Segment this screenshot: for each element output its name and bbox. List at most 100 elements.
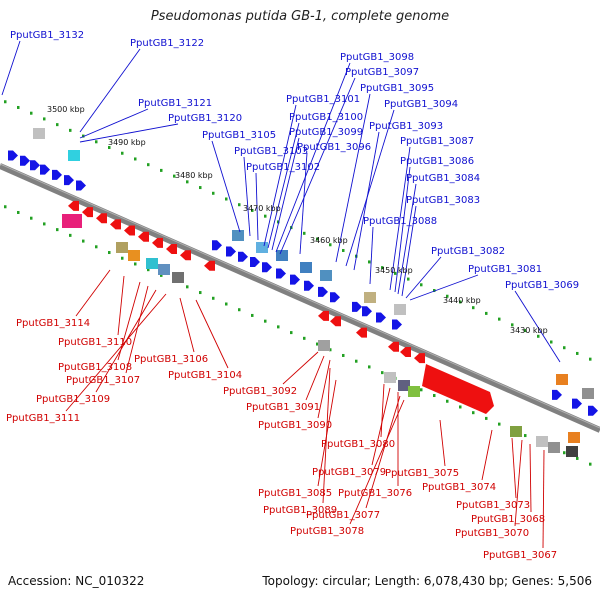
scale-dot-upper — [30, 111, 33, 115]
scale-dot-upper — [576, 351, 579, 355]
scale-dot-lower — [4, 205, 7, 209]
forward-gene-label: PputGB1_3121 — [138, 98, 212, 109]
scale-tick-label: 3480 kbp — [175, 171, 213, 180]
reverse-gene-label: PputGB1_3079 — [312, 467, 386, 478]
reverse-gene-leader — [125, 285, 149, 374]
scale-dot-upper — [199, 186, 202, 190]
annotation-block — [232, 230, 244, 241]
scale-dot-lower — [264, 319, 267, 323]
scale-dot-upper — [251, 208, 254, 212]
scale-dot-upper — [420, 283, 423, 287]
reverse-gene-arrow — [166, 244, 177, 255]
reverse-gene-label: PputGB1_3114 — [16, 318, 90, 329]
scale-dot-lower — [316, 342, 319, 346]
scale-dot-lower — [56, 228, 59, 232]
forward-gene-arrow — [362, 306, 372, 317]
forward-gene-leader — [211, 140, 241, 233]
annotation-block — [116, 242, 128, 253]
scale-dot-lower — [134, 262, 137, 266]
scale-dot-upper — [82, 134, 85, 138]
reverse-gene-leader — [439, 419, 446, 467]
forward-gene-leader — [335, 93, 371, 263]
forward-gene-arrow — [8, 150, 18, 161]
reverse-gene-leader — [511, 437, 517, 499]
reverse-gene-label: PputGB1_3080 — [321, 439, 395, 450]
scale-dot-lower — [108, 251, 111, 255]
reverse-gene-label: PputGB1_3108 — [58, 362, 132, 373]
scale-dot-upper — [563, 346, 566, 350]
scale-dot-upper — [459, 300, 462, 304]
scale-dot-lower — [342, 353, 345, 357]
annotation-block — [364, 292, 376, 303]
reverse-gene-leader — [529, 443, 532, 513]
scale-dot-upper — [485, 311, 488, 315]
scale-dot-lower — [433, 394, 436, 398]
scale-dot-upper — [95, 140, 98, 144]
scale-dot-upper — [277, 220, 280, 224]
scale-dot-lower — [459, 405, 462, 409]
reverse-gene-leader — [349, 399, 405, 525]
forward-gene-label: PputGB1_3120 — [168, 113, 242, 124]
scale-dot-lower — [355, 359, 358, 363]
forward-gene-leader — [1, 40, 21, 96]
annotation-block — [536, 436, 548, 447]
reverse-gene-label: PputGB1_3070 — [455, 528, 529, 539]
forward-gene-arrow — [330, 292, 340, 303]
forward-gene-leader — [255, 172, 259, 241]
forward-gene-leader — [514, 290, 561, 363]
annotation-block — [384, 372, 396, 383]
scale-dot-upper — [108, 146, 111, 150]
scale-dot-upper — [498, 317, 501, 321]
reverse-gene-arrow — [82, 207, 93, 218]
annotation-block — [548, 442, 560, 453]
scale-dot-upper — [589, 357, 592, 361]
forward-gene-leader — [243, 156, 251, 237]
scale-tick-label: 3450 kbp — [375, 266, 413, 275]
forward-gene-label: PputGB1_3105 — [202, 130, 276, 141]
scale-dot-lower — [563, 451, 566, 455]
forward-gene-leader — [275, 62, 351, 253]
scale-dot-lower — [69, 233, 72, 237]
forward-gene-label: PputGB1_3096 — [297, 142, 371, 153]
forward-gene-arrow — [276, 268, 286, 279]
forward-gene-label: PputGB1_3093 — [369, 121, 443, 132]
scale-dot-lower — [420, 388, 423, 392]
forward-gene-arrow — [40, 164, 50, 175]
scale-dot-lower — [524, 434, 527, 438]
forward-gene-leader — [389, 146, 411, 291]
forward-gene-arrow — [552, 389, 562, 400]
annotation-block — [300, 262, 312, 273]
forward-gene-label: PputGB1_3098 — [340, 52, 414, 63]
scale-tick-label: 3470 kbp — [243, 204, 281, 213]
accession-text: Accession: NC_010322 — [8, 574, 145, 588]
rna-gene-block — [62, 214, 82, 228]
annotation-block — [276, 250, 288, 261]
scale-dot-lower — [95, 245, 98, 249]
reverse-gene-label: PputGB1_3067 — [483, 550, 557, 561]
annotation-block — [394, 304, 406, 315]
reverse-gene-label: PputGB1_3089 — [263, 505, 337, 516]
annotation-block — [398, 380, 410, 391]
annotation-block — [510, 426, 522, 437]
forward-gene-label: PputGB1_3086 — [400, 156, 474, 167]
reverse-gene-label: PputGB1_3074 — [422, 482, 496, 493]
scale-dot-upper — [368, 260, 371, 264]
annotation-block — [128, 250, 140, 261]
forward-gene-leader — [79, 48, 141, 133]
forward-gene-label: PputGB1_3087 — [400, 136, 474, 147]
forward-gene-arrow — [238, 251, 248, 262]
reverse-gene-leader — [380, 383, 385, 438]
scale-dot-upper — [56, 123, 59, 127]
reverse-gene-arrow — [356, 327, 367, 338]
scale-dot-lower — [446, 399, 449, 403]
scale-dot-upper — [134, 157, 137, 161]
reverse-gene-leader — [117, 281, 141, 361]
scale-dot-upper — [537, 334, 540, 338]
reverse-gene-leader — [481, 429, 493, 481]
scale-dot-lower — [121, 256, 124, 260]
reverse-gene-block — [422, 364, 494, 414]
forward-gene-leader — [405, 256, 442, 299]
scale-dot-upper — [17, 105, 20, 109]
scale-tick-label: 3430 kbp — [510, 326, 548, 335]
scale-dot-upper — [446, 294, 449, 298]
